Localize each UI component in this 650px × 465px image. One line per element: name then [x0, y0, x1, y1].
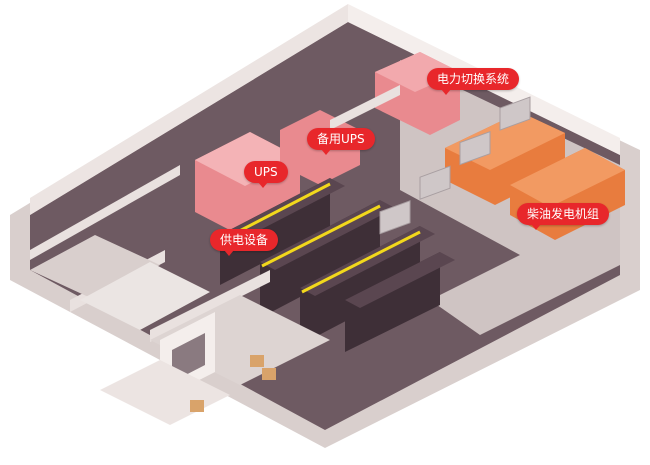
restroom-area — [80, 262, 210, 330]
label-power-switch-system: 电力切换系统 — [427, 68, 520, 95]
label-power-supply-equipment: 供电设备 — [210, 229, 279, 256]
server-rack-row-4 — [345, 252, 455, 352]
label-ups: UPS — [244, 161, 288, 188]
label-diesel-generator-set: 柴油发电机组 — [517, 203, 610, 230]
server-rack-row-3 — [300, 226, 435, 345]
label-backup-ups: 备用UPS — [307, 128, 375, 155]
storage-boxes — [190, 355, 276, 412]
back-wall-left — [30, 4, 348, 215]
outdoor-cooling-units — [379, 96, 531, 235]
server-rack-row-2 — [260, 200, 395, 318]
office-room-left — [30, 235, 160, 300]
